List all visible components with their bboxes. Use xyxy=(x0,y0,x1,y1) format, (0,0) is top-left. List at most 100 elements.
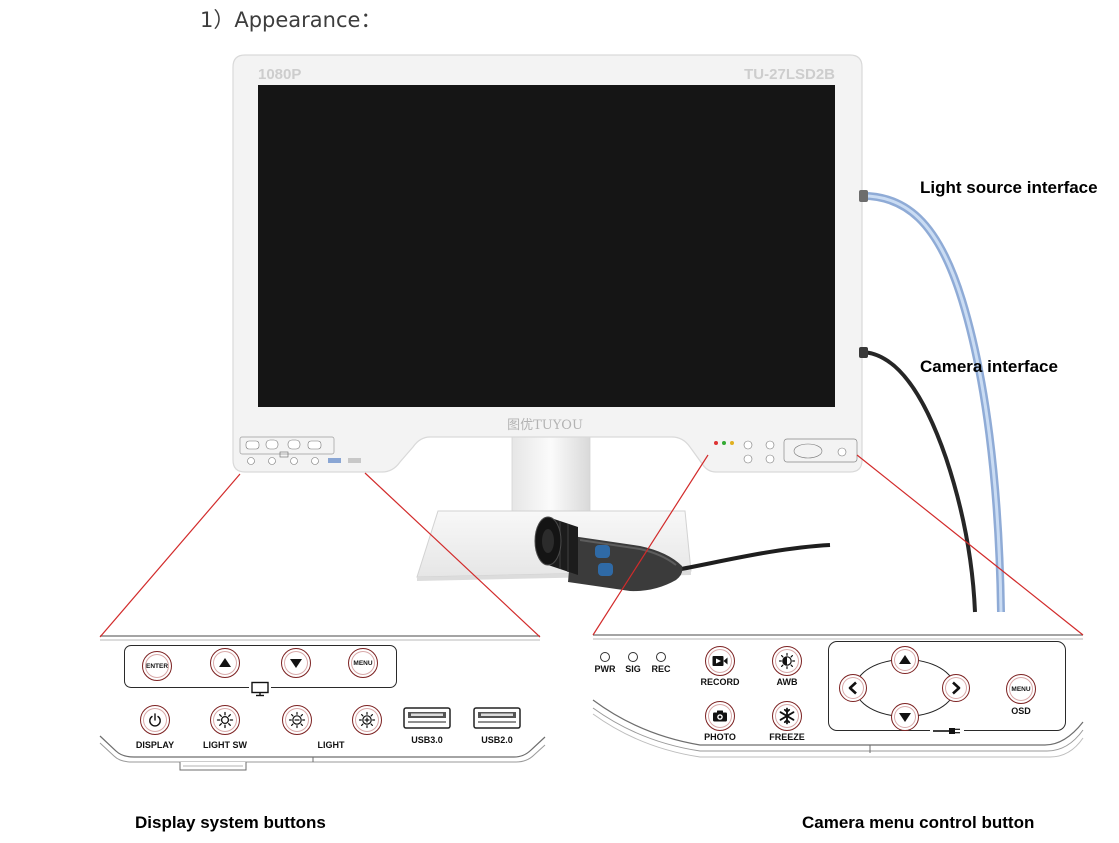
freeze-button xyxy=(772,701,802,731)
light-decrease-icon xyxy=(288,711,306,729)
down-arrow-icon xyxy=(290,659,302,668)
callout-line-camera-left xyxy=(592,454,709,636)
up-arrow-icon xyxy=(219,658,231,667)
bezel-mini-button xyxy=(837,447,847,457)
bezel-mini-monitor-icon xyxy=(279,451,289,458)
white-balance-icon xyxy=(778,652,796,670)
bezel-display-panel-frame xyxy=(239,436,335,455)
bezel-mini-indicator-green xyxy=(722,441,726,445)
zoom-right-bottom-edge-inner xyxy=(592,707,1084,752)
rec-indicator xyxy=(656,652,666,662)
light-switch-button xyxy=(210,705,240,735)
dpad-up-button xyxy=(891,646,919,674)
light-decrease-button xyxy=(282,705,312,735)
sun-icon xyxy=(216,711,234,729)
pwr-indicator xyxy=(600,652,610,662)
zoom-left-bottom-edge-inner xyxy=(99,742,546,763)
photo-label: PHOTO xyxy=(704,732,736,742)
video-record-icon xyxy=(712,656,728,666)
light-source-interface-label: Light source interface xyxy=(920,178,1098,197)
display-label: DISPLAY xyxy=(135,740,175,750)
usb-port-icon xyxy=(403,707,451,729)
osd-menu-button: MENU xyxy=(1006,674,1036,704)
bezel-mini-usb xyxy=(348,458,361,463)
camera-interface-cable xyxy=(857,349,977,613)
awb-button xyxy=(772,646,802,676)
light-source-cable-highlight xyxy=(857,194,1003,613)
left-arrow-icon xyxy=(848,681,857,695)
freeze-label: FREEZE xyxy=(769,732,805,742)
light-increase-button xyxy=(352,705,382,735)
enter-button-label: ENTER xyxy=(145,662,169,670)
bezel-mini-button xyxy=(290,457,298,465)
bezel-camera-button-panel xyxy=(714,438,858,464)
sig-label: SIG xyxy=(625,664,641,674)
camera-head xyxy=(534,516,831,592)
camera-button-upper xyxy=(595,545,610,558)
power-icon xyxy=(149,713,161,727)
bezel-mini-usb xyxy=(328,458,341,463)
monitor-logo: 图优TUYOU xyxy=(507,418,583,433)
monitor-icon-holder xyxy=(249,681,271,697)
bezel-mini-dpad xyxy=(793,443,823,459)
pwr-label: PWR xyxy=(594,664,616,674)
dpad-down-button xyxy=(891,703,919,731)
monitor-model-label: TU-27LSD2B xyxy=(744,66,835,83)
record-button xyxy=(705,646,735,676)
camera-button-lower xyxy=(598,563,613,576)
callout-line-camera-right xyxy=(856,454,1084,636)
camera-lens xyxy=(542,529,554,553)
bezel-mini-button xyxy=(765,454,775,464)
zoom-left-bottom-edge xyxy=(99,735,546,758)
menu-button: MENU xyxy=(348,648,378,678)
bezel-mini-indicator-red xyxy=(714,441,718,445)
camera-buttons-caption: Camera menu control button xyxy=(802,813,1035,832)
awb-label: AWB xyxy=(776,677,798,687)
zoom-right-outline xyxy=(592,634,1084,758)
snowflake-icon xyxy=(779,707,795,725)
zoom-left-outline xyxy=(99,635,546,771)
camera-interface-label: Camera interface xyxy=(920,357,1058,376)
osd-menu-button-label: MENU xyxy=(1011,685,1031,693)
display-power-button xyxy=(140,705,170,735)
bezel-mini-button xyxy=(307,440,322,450)
callout-line-display-right xyxy=(364,472,541,638)
display-buttons-caption: Display system buttons xyxy=(135,813,326,832)
bezel-display-button-panel xyxy=(239,436,361,465)
zoom-right-bottom-edge xyxy=(592,699,1084,746)
light-increase-icon xyxy=(358,711,376,729)
light-source-connector xyxy=(859,190,868,202)
bezel-mini-button xyxy=(268,457,276,465)
sig-indicator xyxy=(628,652,638,662)
callout-lines xyxy=(99,454,1084,638)
light-source-cable xyxy=(857,191,1005,613)
photo-button xyxy=(705,701,735,731)
stand-neck xyxy=(511,429,591,523)
callout-line-display-left xyxy=(99,473,241,638)
usb3-port xyxy=(403,707,451,729)
monitor-resolution-label: 1080P xyxy=(258,66,301,83)
record-label: RECORD xyxy=(700,677,740,687)
bezel-mini-button xyxy=(765,440,775,450)
bezel-mini-dpad-frame xyxy=(783,438,858,463)
camera-head-cable xyxy=(675,543,831,572)
bezel-mini-button xyxy=(247,457,255,465)
camera-cable-icon-holder xyxy=(930,724,964,738)
monitor-screen xyxy=(258,85,835,407)
dpad-left-button xyxy=(839,674,867,702)
section-heading: 1）Appearance： xyxy=(200,8,382,32)
up-button xyxy=(210,648,240,678)
camera-icon xyxy=(713,710,727,722)
usb-port-icon xyxy=(473,707,521,729)
camera-cable-icon xyxy=(933,728,960,734)
down-button xyxy=(281,648,311,678)
up-arrow-icon xyxy=(899,655,911,664)
osd-label: OSD xyxy=(1011,706,1031,716)
bezel-mini-button xyxy=(245,440,260,450)
monitor-icon xyxy=(251,681,269,697)
dpad-right-button xyxy=(942,674,970,702)
camera-handle-highlight xyxy=(579,539,677,566)
zoom-right-bottom-edge-outer xyxy=(592,713,1084,758)
